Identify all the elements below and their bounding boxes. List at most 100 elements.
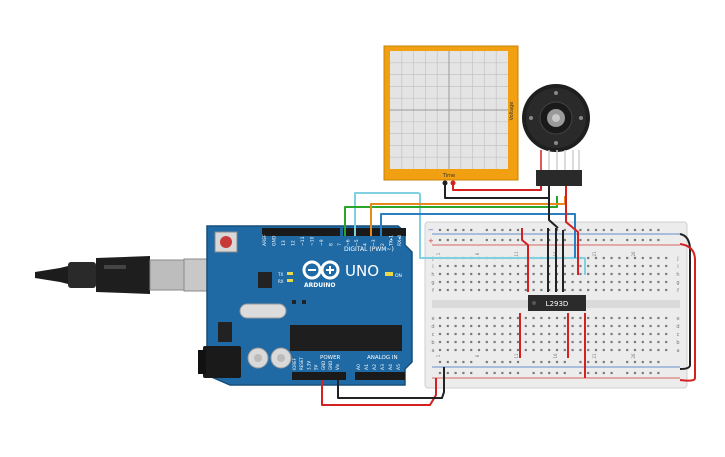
digital-pin-label: 4 bbox=[363, 243, 369, 246]
column-number: 1 bbox=[436, 252, 441, 255]
on-led bbox=[385, 272, 393, 276]
power-pin-label: 3.3V bbox=[306, 361, 311, 370]
row-letter: d bbox=[431, 324, 434, 330]
scope-probe-negative[interactable] bbox=[442, 180, 448, 186]
usb-cable[interactable] bbox=[35, 256, 225, 294]
digital-pin-label: ~11 bbox=[300, 236, 306, 246]
wire-motor-red[interactable] bbox=[565, 186, 579, 275]
on-led-label: ON bbox=[395, 273, 402, 279]
row-letter: h bbox=[676, 272, 679, 278]
digital-pin-label: ~3 bbox=[371, 239, 377, 246]
breadboard-holes bbox=[438, 228, 668, 375]
analog-pin-label: A4 bbox=[388, 364, 394, 370]
row-letter: c bbox=[432, 332, 435, 338]
tx-led bbox=[287, 272, 293, 275]
power-header-label: POWER bbox=[320, 355, 341, 361]
tx-led-label: TX bbox=[277, 272, 283, 277]
digital-header-right bbox=[343, 228, 406, 236]
digital-pin-label: 2 bbox=[380, 243, 386, 246]
wire-ic-power[interactable] bbox=[521, 228, 529, 292]
wire-rail-gnd[interactable] bbox=[679, 233, 691, 370]
analog-pin-label: A3 bbox=[380, 364, 386, 370]
wire-rail-vcc[interactable] bbox=[679, 243, 696, 382]
scope-x-label: Time bbox=[442, 173, 455, 179]
row-letter: b bbox=[431, 340, 434, 346]
wire-blue[interactable] bbox=[380, 213, 576, 258]
power-pin-label: IOREF bbox=[292, 357, 297, 370]
ic-label: L293D bbox=[546, 300, 569, 308]
board-model-label: UNO bbox=[345, 262, 379, 280]
digital-pin-label: 12 bbox=[291, 240, 297, 246]
digital-pin-label: ~6 bbox=[345, 239, 351, 246]
row-letter: a bbox=[431, 348, 434, 354]
digital-pin-label: AREF bbox=[262, 234, 268, 246]
rail-minus-label: − bbox=[428, 226, 434, 234]
analog-pin-label: A5 bbox=[396, 364, 402, 370]
power-pin-label: 5V bbox=[314, 364, 319, 370]
power-pin-label: RESET bbox=[299, 357, 304, 370]
power-pin-label: GND bbox=[321, 361, 326, 370]
wires[interactable] bbox=[321, 185, 696, 406]
row-letter: i bbox=[677, 264, 678, 270]
wire-5v[interactable] bbox=[321, 378, 437, 406]
crystal bbox=[239, 303, 287, 319]
digital-pin-label: ~10 bbox=[310, 236, 316, 246]
dc-jack bbox=[203, 346, 241, 378]
digital-pin-label: 8 bbox=[329, 243, 335, 246]
digital-pin-label: 13 bbox=[281, 240, 287, 246]
digital-pin-label: ~9 bbox=[319, 239, 325, 246]
row-letter: d bbox=[676, 324, 679, 330]
analog-header bbox=[355, 372, 405, 380]
column-number: 26 bbox=[631, 251, 636, 257]
row-letter: g bbox=[676, 280, 679, 286]
digital-pin-label: TX▸1 bbox=[388, 235, 394, 247]
l293d-ic[interactable]: L293D bbox=[528, 295, 586, 311]
row-letter: e bbox=[431, 316, 434, 322]
row-letter: a bbox=[676, 348, 679, 354]
row-letter: g bbox=[431, 280, 434, 286]
rail-plus-label: + bbox=[428, 237, 434, 245]
analog-header-label: ANALOG IN bbox=[367, 355, 398, 361]
row-letter: f bbox=[677, 288, 679, 294]
row-letter: j bbox=[676, 256, 678, 262]
wire-motor-black[interactable] bbox=[548, 186, 559, 229]
oscilloscope[interactable]: Time Voltage bbox=[383, 45, 519, 186]
wire-scope-black[interactable] bbox=[444, 185, 549, 199]
digital-pin-label: 7 bbox=[337, 243, 343, 246]
rx-led bbox=[287, 279, 293, 282]
motor-connector bbox=[536, 170, 582, 186]
scope-y-label: Voltage bbox=[509, 102, 515, 121]
brand-label: ARDUINO bbox=[304, 282, 335, 289]
row-letter: h bbox=[431, 272, 434, 278]
column-number: 11 bbox=[514, 353, 519, 359]
scope-probe-positive[interactable] bbox=[450, 180, 456, 186]
arduino-uno[interactable]: UNO ARDUINO DIGITAL (PWM~) POWER ANALOG … bbox=[198, 225, 413, 386]
digital-header-left bbox=[262, 228, 340, 236]
wire-gnd[interactable] bbox=[337, 367, 445, 399]
column-number: 21 bbox=[592, 251, 597, 257]
row-letter: b bbox=[676, 340, 679, 346]
column-number: 11 bbox=[514, 251, 519, 257]
column-number: 1 bbox=[436, 354, 441, 357]
digital-pin-label: GND bbox=[272, 235, 278, 246]
wire-cyan[interactable] bbox=[354, 192, 586, 275]
motor-leads bbox=[540, 150, 580, 170]
column-number: 26 bbox=[631, 353, 636, 359]
column-number: 16 bbox=[553, 353, 558, 359]
atmega-chip bbox=[290, 325, 402, 351]
row-letter: i bbox=[432, 264, 433, 270]
dc-motor[interactable] bbox=[522, 84, 590, 186]
power-pin-label: GND bbox=[328, 361, 333, 370]
column-number: 21 bbox=[592, 353, 597, 359]
digital-pin-label: RX◂0 bbox=[397, 235, 403, 246]
wire-green[interactable] bbox=[344, 196, 558, 236]
analog-pin-label: A1 bbox=[364, 364, 370, 370]
arduino-logo-icon bbox=[302, 260, 340, 280]
row-letter: e bbox=[676, 316, 679, 322]
wire-scope-red[interactable] bbox=[452, 185, 542, 191]
analog-pin-label: A0 bbox=[356, 364, 362, 370]
analog-pin-label: A2 bbox=[372, 364, 378, 370]
